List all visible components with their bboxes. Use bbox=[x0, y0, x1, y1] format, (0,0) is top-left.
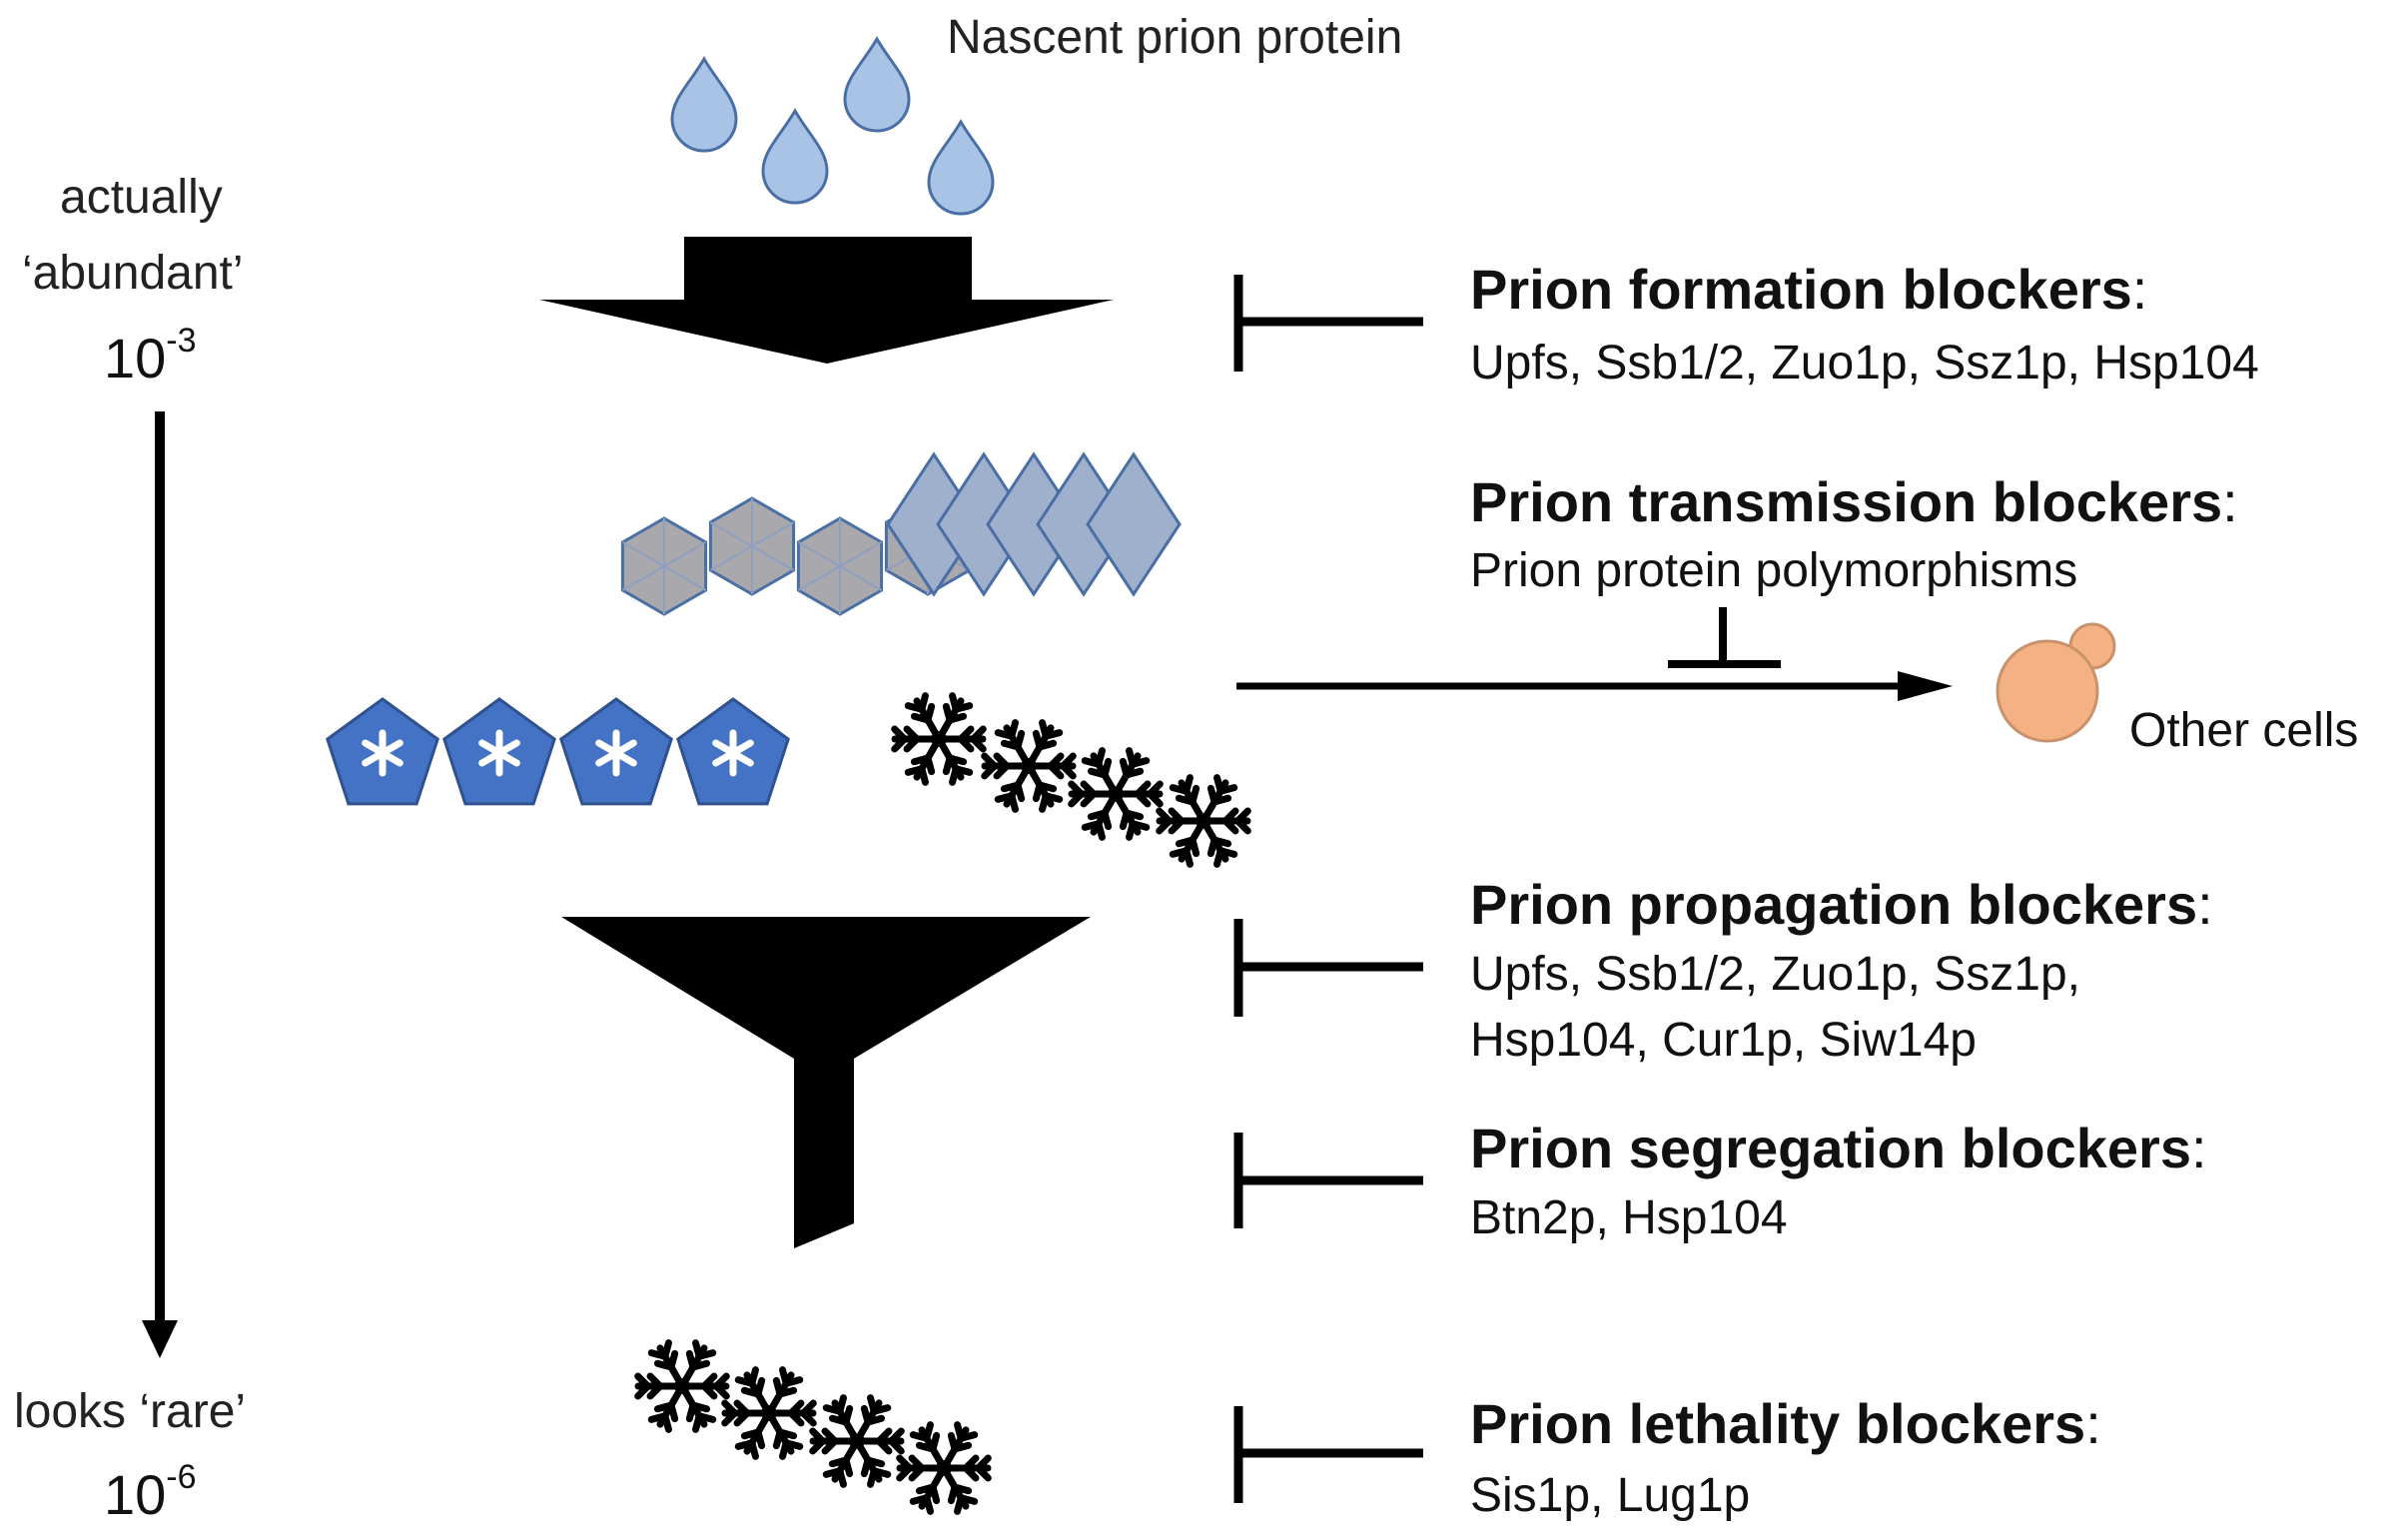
abundance-frequency: 10-3 bbox=[104, 324, 197, 386]
snowflake-icon bbox=[1156, 774, 1251, 868]
rarity-frequency-base: 10 bbox=[104, 1463, 167, 1526]
propagation-inhibitor-icon bbox=[1233, 919, 1423, 1017]
lethality-inhibitor-icon bbox=[1233, 1406, 1423, 1503]
segregation-blockers-heading: Prion segregation blockers: bbox=[1470, 1121, 2207, 1176]
segregation-inhibitor-icon bbox=[1233, 1133, 1423, 1228]
hexagon-divider bbox=[709, 521, 795, 571]
asterisk-icon bbox=[478, 739, 520, 767]
rarity-frequency-exponent: -6 bbox=[166, 1458, 197, 1496]
abundance-label-line1: actually bbox=[60, 171, 223, 224]
propagation-blockers-list-line1: Upfs, Ssb1/2, Zuo1p, Ssz1p, bbox=[1470, 948, 2080, 1001]
formation-blockers-list: Upfs, Ssb1/2, Zuo1p, Ssz1p, Hsp104 bbox=[1470, 337, 2259, 389]
droplet-icon bbox=[843, 37, 911, 133]
yeast-cell-icon bbox=[1996, 622, 2116, 743]
abundance-frequency-exponent: -3 bbox=[166, 322, 197, 360]
droplet-icon bbox=[927, 120, 995, 216]
other-cells-label: Other cells bbox=[2129, 704, 2359, 757]
nascent-protein-droplets bbox=[670, 37, 995, 216]
formation-blockers-title: Prion formation blockers bbox=[1470, 258, 2132, 321]
formation-blockers-heading: Prion formation blockers: bbox=[1470, 262, 2147, 318]
asterisk-icon bbox=[362, 739, 403, 767]
snowflake-icon bbox=[896, 1421, 992, 1515]
hexagon-divider bbox=[621, 541, 707, 591]
droplet-icon bbox=[761, 109, 829, 205]
asterisk-icon bbox=[595, 739, 637, 767]
lethality-blockers-heading: Prion lethality blockers: bbox=[1470, 1396, 2101, 1452]
diamond-icon bbox=[1086, 451, 1182, 597]
snowflake-icon bbox=[981, 719, 1077, 813]
snowflake-prion-survivor bbox=[634, 1339, 992, 1515]
transmission-blockers-list: Prion protein polymorphisms bbox=[1470, 544, 2078, 597]
selection-funnel bbox=[561, 917, 1091, 1248]
formation-arrow bbox=[539, 237, 1114, 364]
snowflake-icon bbox=[809, 1394, 905, 1488]
propagation-blockers-colon: : bbox=[2197, 873, 2213, 936]
transmission-blockers-colon: : bbox=[2222, 470, 2238, 533]
transmission-blockers-title: Prion transmission blockers bbox=[1470, 470, 2223, 533]
diamond-prion-variant bbox=[886, 451, 1182, 597]
transmission-blockers-heading: Prion transmission blockers: bbox=[1470, 474, 2238, 530]
propagation-blockers-list-line2: Hsp104, Cur1p, Siw14p bbox=[1470, 1014, 1977, 1067]
scale-arrow bbox=[142, 411, 178, 1358]
snowflake-icon bbox=[891, 692, 987, 786]
lethality-blockers-colon: : bbox=[2085, 1392, 2101, 1455]
segregation-blockers-title: Prion segregation blockers bbox=[1470, 1117, 2191, 1179]
snowflake-icon bbox=[1068, 747, 1164, 841]
lethality-blockers-list: Sis1p, Lug1p bbox=[1470, 1469, 1751, 1522]
propagation-blockers-heading: Prion propagation blockers: bbox=[1470, 877, 2213, 933]
hexagon-divider bbox=[797, 541, 883, 591]
lethality-blockers-title: Prion lethality blockers bbox=[1470, 1392, 2086, 1455]
abundance-frequency-base: 10 bbox=[104, 327, 167, 389]
rarity-frequency: 10-6 bbox=[104, 1460, 197, 1523]
snowflake-icon bbox=[721, 1366, 817, 1460]
segregation-blockers-colon: : bbox=[2190, 1117, 2207, 1179]
propagation-blockers-title: Prion propagation blockers bbox=[1470, 873, 2198, 936]
transmission-arrow bbox=[1236, 671, 1953, 701]
rarity-label: looks ‘rare’ bbox=[14, 1385, 247, 1438]
transmission-inhibitor-icon bbox=[1668, 607, 1781, 668]
segregation-blockers-list: Btn2p, Hsp104 bbox=[1470, 1191, 1788, 1244]
pentagon-prion-variant bbox=[326, 697, 790, 806]
formation-inhibitor-icon bbox=[1233, 275, 1423, 372]
nascent-protein-label: Nascent prion protein bbox=[947, 11, 1403, 64]
snowflake-prion-variant bbox=[891, 692, 1251, 868]
droplet-icon bbox=[670, 57, 738, 153]
asterisk-icon bbox=[712, 739, 754, 767]
formation-blockers-colon: : bbox=[2131, 258, 2148, 321]
snowflake-icon bbox=[634, 1339, 730, 1433]
abundance-label-line2: ‘abundant’ bbox=[22, 247, 244, 300]
